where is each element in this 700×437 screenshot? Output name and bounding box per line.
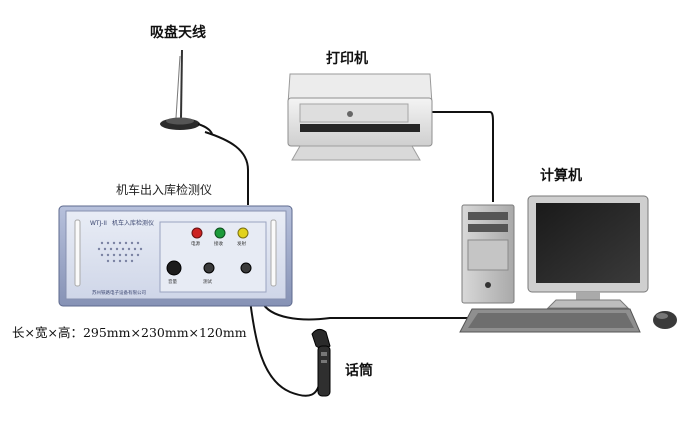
test-connector: [203, 262, 215, 274]
detector-device: WTJ-II 机车入库检测仪 电源 接收 发射 音量 测试 苏州铁路电子设备有限…: [58, 205, 293, 307]
computer-cable: [261, 301, 470, 321]
device-footer: 苏州铁路电子设备有限公司: [92, 289, 146, 296]
transmit-indicator: [237, 227, 249, 239]
indicator-label-receive: 接收: [214, 240, 223, 247]
handset-microphone: [311, 328, 331, 397]
knob-label-volume: 音量: [168, 278, 177, 285]
printer: [287, 73, 433, 161]
device-panel-name: 机车入库检测仪: [112, 219, 154, 227]
antenna-label: 吸盘天线: [150, 25, 206, 41]
antenna-cable: [204, 131, 249, 205]
receive-indicator: [214, 227, 226, 239]
suction-antenna: [160, 49, 213, 135]
speaker-grille: [97, 241, 143, 263]
printer-label: 打印机: [326, 51, 368, 67]
handset-label: 话筒: [345, 363, 373, 379]
power-indicator: [191, 227, 203, 239]
cables: [204, 111, 494, 397]
handset-cable: [246, 269, 323, 397]
indicator-label-power: 电源: [191, 240, 200, 247]
device-model: WTJ-II: [90, 220, 107, 227]
indicator-label-transmit: 发射: [237, 240, 246, 247]
computer: [459, 195, 677, 333]
handset-connector: [240, 262, 252, 274]
computer-label: 计算机: [540, 168, 582, 184]
dimensions-label: 长×宽×高：295mm×230mm×120mm: [12, 325, 247, 340]
printer-cable: [428, 111, 494, 202]
knob-label-test: 测试: [203, 278, 212, 285]
device-label: 机车出入库检测仪: [116, 183, 213, 197]
volume-knob: [166, 260, 182, 276]
